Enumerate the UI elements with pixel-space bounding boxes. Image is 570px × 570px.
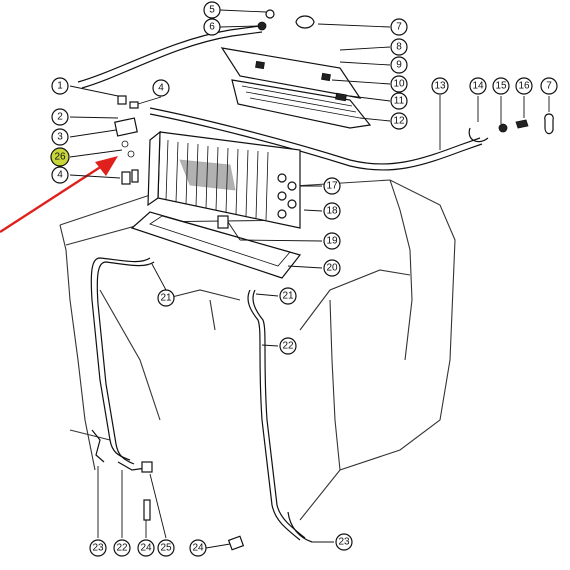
callout-4-upper: 4 [152,79,170,97]
callout-24-left: 24 [137,539,155,557]
callout-6: 6 [203,18,221,36]
callout-4-lower: 4 [51,166,69,184]
svg-text:23: 23 [338,537,350,548]
callout-25: 25 [157,539,175,557]
svg-text:17: 17 [326,181,338,192]
callout-3: 3 [51,128,69,146]
callout-16: 16 [515,77,533,95]
svg-text:3: 3 [57,132,63,143]
svg-text:23: 23 [92,543,104,554]
callout-20: 20 [323,259,341,277]
callout-15: 15 [492,77,510,95]
svg-text:12: 12 [393,116,405,127]
svg-text:11: 11 [394,96,405,107]
valve-fittings [114,95,139,185]
drain-hoses [90,257,313,551]
svg-text:14: 14 [472,81,484,92]
svg-text:7: 7 [546,81,552,92]
callout-12: 12 [390,112,408,130]
callout-7-top: 7 [390,18,408,36]
leader-lines [69,9,550,549]
svg-text:10: 10 [393,79,405,90]
callout-17: 17 [323,177,341,195]
callout-2: 2 [51,108,69,126]
callout-21-left: 21 [157,289,175,307]
svg-text:25: 25 [160,543,172,554]
callout-23-right: 23 [335,533,353,551]
svg-text:1: 1 [57,81,63,92]
svg-text:2: 2 [57,112,63,123]
callout-14: 14 [469,77,487,95]
svg-text:8: 8 [396,42,402,53]
callout-13: 13 [431,77,449,95]
callout-1: 1 [51,77,69,95]
callouts: 5 6 7 8 9 10 11 12 [50,1,558,557]
callout-22-bottom: 22 [113,539,131,557]
svg-text:6: 6 [209,22,215,33]
callout-10: 10 [390,75,408,93]
callout-26-highlighted: 26 [50,147,70,167]
callout-22-right: 22 [279,337,297,355]
svg-text:21: 21 [282,291,294,302]
heater-core [147,130,301,229]
svg-text:21: 21 [160,293,172,304]
hose-13 [77,25,483,171]
callout-11: 11 [390,92,408,110]
callout-24-right: 24 [189,539,207,557]
svg-text:7: 7 [396,22,402,33]
callout-18: 18 [323,202,341,220]
svg-text:20: 20 [326,263,338,274]
svg-text:4: 4 [57,170,63,181]
svg-text:19: 19 [326,236,338,247]
svg-text:26: 26 [54,152,66,163]
cab-outline [59,179,456,521]
svg-text:13: 13 [434,81,446,92]
drain-tray [130,211,302,279]
callout-7-right: 7 [540,77,558,95]
callout-5: 5 [203,1,221,19]
svg-text:24: 24 [192,543,204,554]
svg-text:18: 18 [326,206,338,217]
vent-grille-assembly [220,47,372,129]
svg-text:15: 15 [495,81,507,92]
pointer-arrow [0,156,118,234]
svg-text:22: 22 [282,341,294,352]
callout-23-left: 23 [89,539,107,557]
svg-text:24: 24 [140,543,152,554]
callout-9: 9 [390,56,408,74]
svg-text:4: 4 [158,83,164,94]
svg-text:22: 22 [116,543,128,554]
top-fasteners [257,9,554,143]
callout-8: 8 [390,38,408,56]
svg-text:9: 9 [396,60,402,71]
callout-21-right: 21 [279,287,297,305]
svg-text:5: 5 [209,5,215,16]
callout-19: 19 [323,232,341,250]
svg-text:16: 16 [518,81,530,92]
